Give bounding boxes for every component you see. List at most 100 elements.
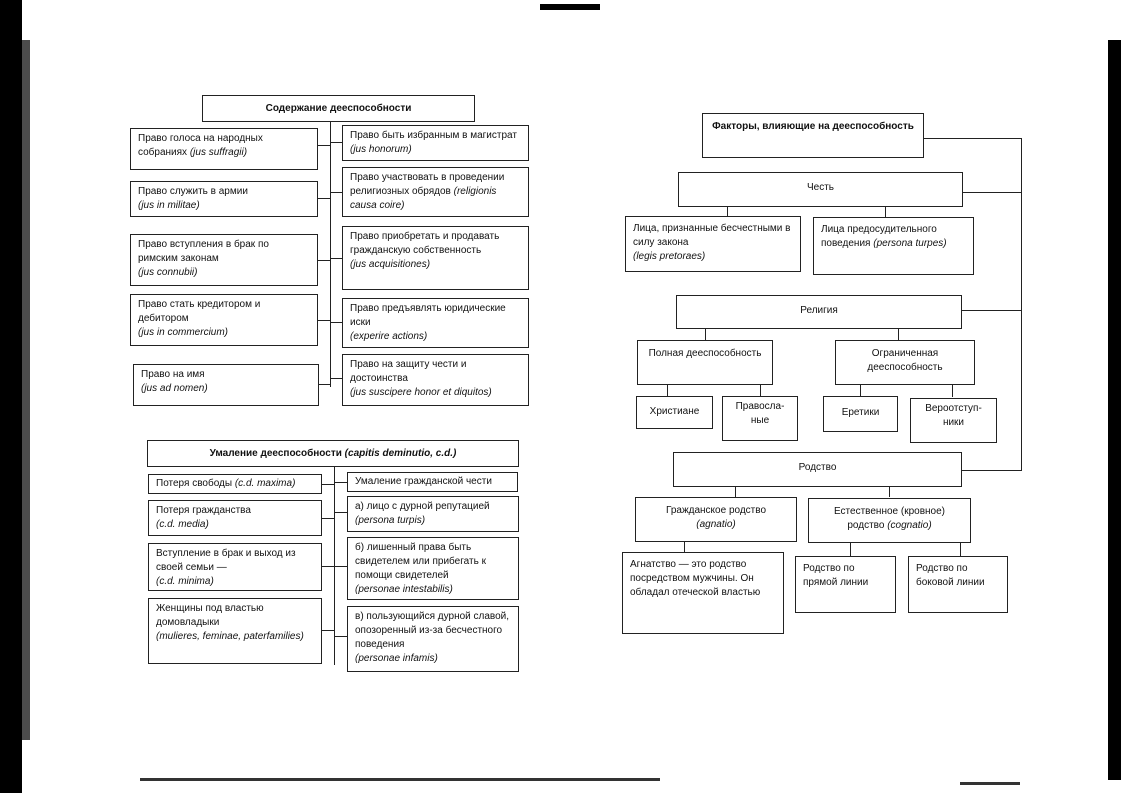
connector [334, 482, 347, 483]
text: Христиане [649, 406, 700, 417]
text: Религия [800, 305, 838, 316]
lb-box-1: Потеря свободы (c.d. maxima) [148, 474, 322, 494]
text: Честь [806, 182, 835, 193]
connector [889, 487, 890, 497]
latin: (jus in commercium) [138, 327, 229, 338]
connector [334, 636, 347, 637]
latin: (legis pretoraes) [633, 251, 706, 262]
lateral-kin: Родство по боковой линии [908, 556, 1008, 613]
text: Женщины под властью домовладыки [156, 603, 264, 628]
text: Ограниченная дееспособность [867, 348, 943, 373]
right-box-lt-l5: Право на имя(jus ad nomen) [133, 364, 319, 406]
text: Потеря свободы [156, 478, 233, 489]
text: Умаление гражданской чести [355, 476, 492, 487]
latin: (jus suscipere honor et diquitos) [350, 387, 492, 398]
connector [850, 543, 851, 556]
title-text: Умаление дееспособности [209, 448, 342, 459]
connector [960, 543, 961, 556]
right-box-lt-r1: Право быть избранным в магистрат (jus ho… [342, 125, 529, 161]
connector [667, 385, 668, 397]
factors-title: Факторы, влияющие на дееспособность [702, 113, 924, 158]
latin: (persona turpes) [873, 238, 947, 249]
scan-top-mark [540, 4, 600, 10]
connector [924, 138, 1022, 139]
latin: (personae infamis) [355, 653, 438, 664]
connector [322, 566, 334, 567]
reduction-title-box: Умаление дееспособности (capitis deminut… [147, 440, 519, 467]
text: Правосла-ные [735, 401, 785, 426]
connector [319, 384, 330, 385]
lb-right-1: а) лицо с дурной репутацией(persona turp… [347, 496, 519, 532]
connector [860, 385, 861, 397]
latin: (c.d. media) [156, 519, 209, 530]
connector [330, 192, 342, 193]
right-box-lt-l3: Право вступления в брак по римским закон… [130, 234, 318, 286]
text: б) лишенный права быть свидетелем или пр… [355, 542, 486, 581]
connector [330, 258, 342, 259]
content-title-box: Содержание дееспособности [202, 95, 475, 122]
right-box-lt-l4: Право стать кредитором и дебитором(jus i… [130, 294, 318, 346]
text: Право участвовать в проведении религиозн… [350, 172, 505, 197]
text: Право быть избранным в магистрат [350, 130, 517, 141]
text: а) лицо с дурной репутацией [355, 501, 490, 512]
connector [1021, 138, 1022, 471]
direct-kin: Родство по прямой линии [795, 556, 896, 613]
latin: (mulieres, feminae, paterfamilies) [156, 631, 304, 642]
connector [318, 260, 330, 261]
text: Право голоса на народных собраниях [138, 133, 263, 158]
lb-box-4: Женщины под властью домовладыки (mulieres… [148, 598, 322, 664]
connector [760, 385, 761, 397]
latin: (personae intestabilis) [355, 584, 453, 595]
connector [322, 630, 334, 631]
latin: (jus in militae) [138, 200, 200, 211]
connector [898, 329, 899, 340]
text: Право предъявлять юридические иски [350, 303, 506, 328]
latin: (jus acquisitiones) [350, 259, 431, 270]
connector [330, 142, 342, 143]
religion-box: Религия [676, 295, 962, 329]
natural-kin: Естественное (кровное) родство (cognatio… [808, 498, 971, 543]
connector [962, 310, 1021, 311]
latin: (jus connubii) [138, 267, 198, 278]
text: Потеря гражданства [156, 505, 251, 516]
connector [962, 470, 1021, 471]
connector [334, 566, 347, 567]
latin: (religionis causa coire) [350, 186, 497, 211]
honor-a: Лица, признанные бесчестными в силу зако… [625, 216, 801, 272]
right-box-lt-l2: Право служить в армии (jus in militae) [130, 181, 318, 217]
latin: (c.d. minima) [156, 576, 214, 587]
text: Агнатство — это родство посредством мужч… [630, 559, 761, 598]
scan-bottom-right-mark [960, 782, 1020, 785]
apostates: Вероотступ-ники [910, 398, 997, 443]
christians: Христиане [636, 396, 713, 429]
civil-kin: Гражданское родство(agnatio) [635, 497, 797, 542]
text: Вероотступ-ники [925, 403, 982, 428]
full-capacity: Полная дееспособность [637, 340, 773, 385]
latin: (cognatio) [887, 520, 932, 531]
connector [318, 145, 330, 146]
text: Право на защиту чести и достоинства [350, 359, 467, 384]
connector [963, 192, 1021, 193]
connector [684, 542, 685, 552]
right-box-lt-r4: Право предъявлять юридические иски (exper… [342, 298, 529, 348]
connector [705, 329, 706, 340]
lb-box-3: Вступление в брак и выход из своей семьи… [148, 543, 322, 591]
latin: (jus honorum) [350, 144, 412, 155]
heretics: Еретики [823, 396, 898, 432]
text: Лица предосудительного поведения [821, 224, 937, 249]
text: Естественное (кровное) родство [834, 506, 945, 531]
lb-box-2: Потеря гражданства (c.d. media) [148, 500, 322, 536]
agnat: Агнатство — это родство посредством мужч… [622, 552, 784, 634]
lb-right-2: б) лишенный права быть свидетелем или пр… [347, 537, 519, 600]
text: Право служить в армии [138, 186, 248, 197]
connector [334, 467, 335, 485]
latin: (experire actions) [350, 331, 428, 342]
text: Право вступления в брак по римским закон… [138, 239, 269, 264]
limited-capacity: Ограниченная дееспособность [835, 340, 975, 385]
connector [727, 207, 728, 216]
honor-box: Честь [678, 172, 963, 207]
orthodox: Правосла-ные [722, 396, 798, 441]
latin: (c.d. maxima) [234, 478, 296, 489]
lb-right-3: в) пользующийся дурной славой, опозоренн… [347, 606, 519, 672]
text: Право на имя [141, 369, 205, 380]
